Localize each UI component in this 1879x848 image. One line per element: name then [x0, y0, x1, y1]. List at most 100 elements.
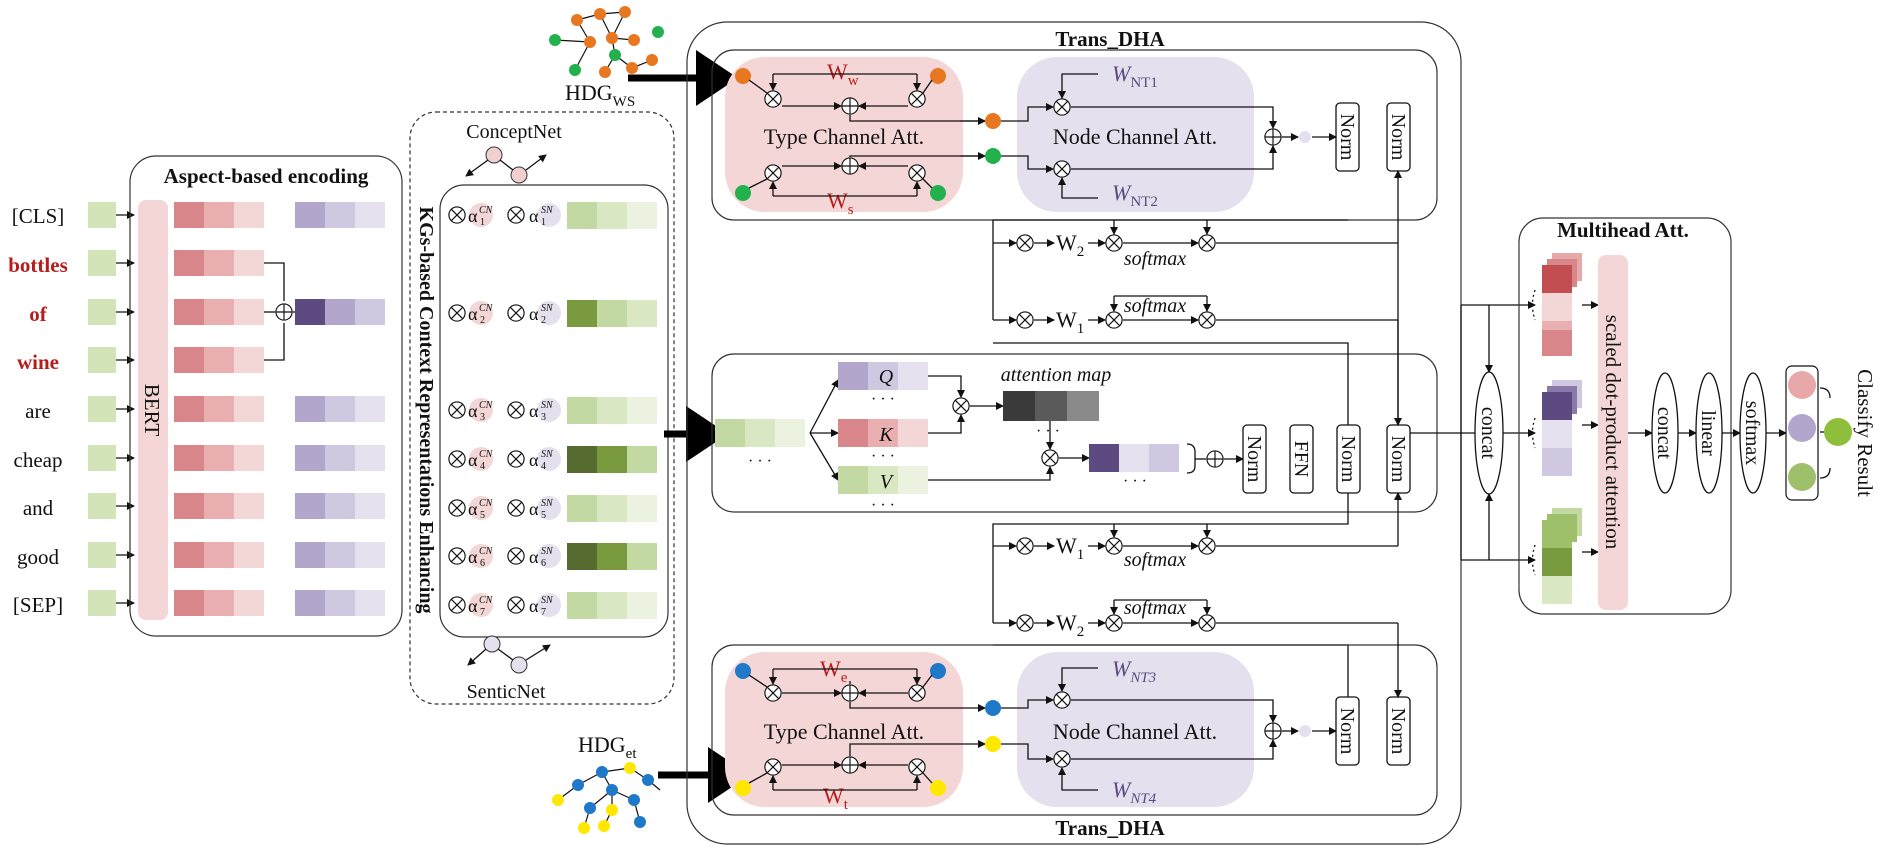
- svg-text:7: 7: [541, 607, 546, 618]
- svg-text:W2: W2: [1056, 230, 1084, 260]
- svg-text:Norm: Norm: [1387, 708, 1409, 755]
- svg-text:CN: CN: [479, 303, 494, 314]
- svg-text:concat: concat: [1477, 407, 1499, 460]
- svg-text:WNT4: WNT4: [1112, 777, 1157, 807]
- svg-text:FFN: FFN: [1290, 441, 1312, 478]
- svg-text:CN: CN: [479, 400, 494, 411]
- svg-text:HDGet: HDGet: [578, 732, 637, 762]
- svg-text:5: 5: [541, 510, 546, 521]
- svg-text:· · ·: · · ·: [871, 497, 895, 514]
- svg-text:Norm: Norm: [1337, 436, 1359, 483]
- token-1: bottles: [8, 253, 68, 277]
- svg-text:α: α: [529, 206, 539, 226]
- softmax-branches-top: W2 softmax W1 softmax: [992, 219, 1399, 425]
- multihead-title: Multihead Att.: [1557, 218, 1689, 242]
- svg-text:α: α: [468, 596, 478, 616]
- svg-text:· · ·: · · ·: [1036, 423, 1060, 440]
- token-0: [CLS]: [12, 204, 65, 228]
- svg-text:· · ·: · · ·: [1123, 473, 1147, 490]
- type-channel-top: [725, 57, 963, 212]
- svg-text:α: α: [468, 450, 478, 470]
- svg-text:α: α: [529, 450, 539, 470]
- node-att-top-label: Node Channel Att.: [1053, 124, 1217, 149]
- svg-text:SN: SN: [541, 205, 554, 216]
- token-column: [CLS] bottles of wine are cheap and good…: [8, 204, 68, 617]
- q-label: Q: [879, 366, 894, 388]
- svg-text:softmax: softmax: [1124, 549, 1186, 571]
- norm-mid-1: [1242, 424, 1267, 494]
- classify-result-label: Classify Result: [1853, 369, 1877, 497]
- trans-dha-bottom-title: Trans_DHA: [1055, 816, 1165, 840]
- svg-text:2: 2: [541, 315, 546, 326]
- svg-text:Ww: Ww: [827, 59, 859, 89]
- svg-text:HDGWS: HDGWS: [565, 80, 635, 110]
- svg-text:· · ·: · · ·: [871, 391, 895, 408]
- top-dha-block: Ww Type Channel Att. Ws WNT1: [711, 49, 1438, 221]
- svg-text:α: α: [468, 206, 478, 226]
- token-5: cheap: [14, 448, 63, 472]
- aspect-encoding-title: Aspect-based encoding: [164, 164, 369, 188]
- svg-text:WNT3: WNT3: [1112, 656, 1156, 686]
- svg-text:linear: linear: [1697, 410, 1719, 456]
- svg-text:3: 3: [541, 412, 546, 423]
- conceptnet-label: ConceptNet: [466, 121, 562, 143]
- svg-text:6: 6: [541, 558, 546, 569]
- svg-text:CN: CN: [479, 498, 494, 509]
- svg-text:Norm: Norm: [1336, 114, 1358, 161]
- kg-title: KGs-based Context Representations Enhanc…: [415, 207, 437, 614]
- v-label: V: [880, 471, 895, 493]
- svg-text:CN: CN: [479, 595, 494, 606]
- token-2: of: [29, 302, 48, 326]
- svg-text:Norm: Norm: [1387, 114, 1409, 161]
- svg-text:α: α: [468, 499, 478, 519]
- svg-text:2: 2: [480, 315, 485, 326]
- svg-text:α: α: [529, 499, 539, 519]
- svg-text:Norm: Norm: [1387, 436, 1409, 483]
- svg-text:Norm: Norm: [1336, 708, 1358, 755]
- svg-text:SN: SN: [541, 595, 554, 606]
- token-7: good: [17, 545, 60, 569]
- svg-text:Norm: Norm: [1243, 436, 1265, 483]
- bert-outputs: [174, 202, 264, 616]
- ffn-box: [1289, 424, 1314, 494]
- type-channel-bottom: [725, 652, 963, 807]
- type-att-top-label: Type Channel Att.: [764, 124, 924, 149]
- svg-text:α: α: [529, 304, 539, 324]
- svg-text:W2: W2: [1056, 610, 1084, 640]
- svg-text:4: 4: [480, 461, 485, 472]
- svg-text:SN: SN: [541, 303, 554, 314]
- middle-attention-block: · · · Q · · · K · · · V · · · attention …: [711, 353, 1438, 514]
- attention-map-label: attention map: [1001, 364, 1112, 386]
- svg-text:5: 5: [480, 510, 485, 521]
- norm-top-1: [1335, 102, 1360, 172]
- svg-text:SN: SN: [541, 400, 554, 411]
- node-att-bottom-label: Node Channel Att.: [1053, 719, 1217, 744]
- norm-bottom-1: [1335, 696, 1360, 766]
- svg-text:7: 7: [480, 607, 485, 618]
- token-4: are: [25, 399, 51, 423]
- token-embeddings: [88, 202, 135, 616]
- svg-text:α: α: [468, 401, 478, 421]
- token-6: and: [23, 496, 54, 520]
- svg-text:SN: SN: [541, 498, 554, 509]
- bert-bar: [138, 200, 168, 620]
- token-8: [SEP]: [13, 593, 63, 617]
- node-channel-bottom: [1017, 652, 1254, 807]
- node-channel-top: [1017, 57, 1254, 212]
- svg-text:α: α: [529, 547, 539, 567]
- classify-result: Classify Result: [1785, 365, 1877, 501]
- svg-text:4: 4: [541, 461, 546, 472]
- svg-text:scaled dot-product attention: scaled dot-product attention: [1601, 315, 1625, 550]
- svg-text:WNT2: WNT2: [1112, 180, 1158, 210]
- svg-text:3: 3: [480, 412, 485, 423]
- k-label: K: [878, 424, 894, 446]
- svg-text:α: α: [529, 401, 539, 421]
- svg-text:1: 1: [541, 217, 546, 228]
- multihead-block: Multihead Att. scaled dot-product attent…: [1518, 217, 1732, 615]
- bert-label: BERT: [140, 384, 164, 437]
- svg-text:CN: CN: [479, 449, 494, 460]
- svg-text:softmax: softmax: [1741, 401, 1763, 465]
- sdpa-bar: [1598, 255, 1628, 610]
- svg-text:W1: W1: [1056, 307, 1084, 337]
